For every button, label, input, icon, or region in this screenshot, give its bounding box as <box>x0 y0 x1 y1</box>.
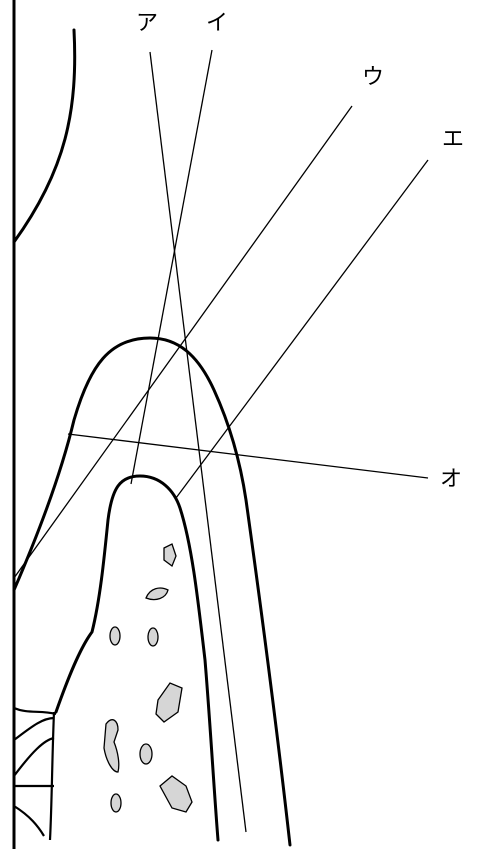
marrow-spot-2 <box>146 588 168 600</box>
line-i <box>131 50 212 484</box>
lower-left-layer-5 <box>14 806 44 836</box>
line-o <box>68 434 428 478</box>
lower-left-layer-2 <box>14 718 54 740</box>
marrow-spot-5 <box>156 683 182 722</box>
label-u: ウ <box>362 65 384 90</box>
marrow-spot-6 <box>104 720 119 772</box>
label-e: エ <box>442 127 464 152</box>
inner-bone-outline <box>56 476 218 840</box>
line-e <box>176 160 428 498</box>
label-o: オ <box>440 467 462 492</box>
marrow-spot-1 <box>164 544 176 566</box>
lower-left-layer-6 <box>50 712 54 840</box>
marrow-spot-9 <box>111 794 121 812</box>
line-u <box>14 106 352 578</box>
marrow-spot-8 <box>160 776 192 812</box>
label-a: ア <box>136 11 158 36</box>
marrow-spot-4 <box>148 628 158 646</box>
lower-left-layer-3 <box>14 738 54 776</box>
marrow-spot-7 <box>140 744 152 764</box>
upper-curve <box>14 30 75 242</box>
label-i: イ <box>206 11 228 36</box>
marrow-spot-3 <box>110 627 120 645</box>
lower-left-layer-1 <box>14 708 56 714</box>
